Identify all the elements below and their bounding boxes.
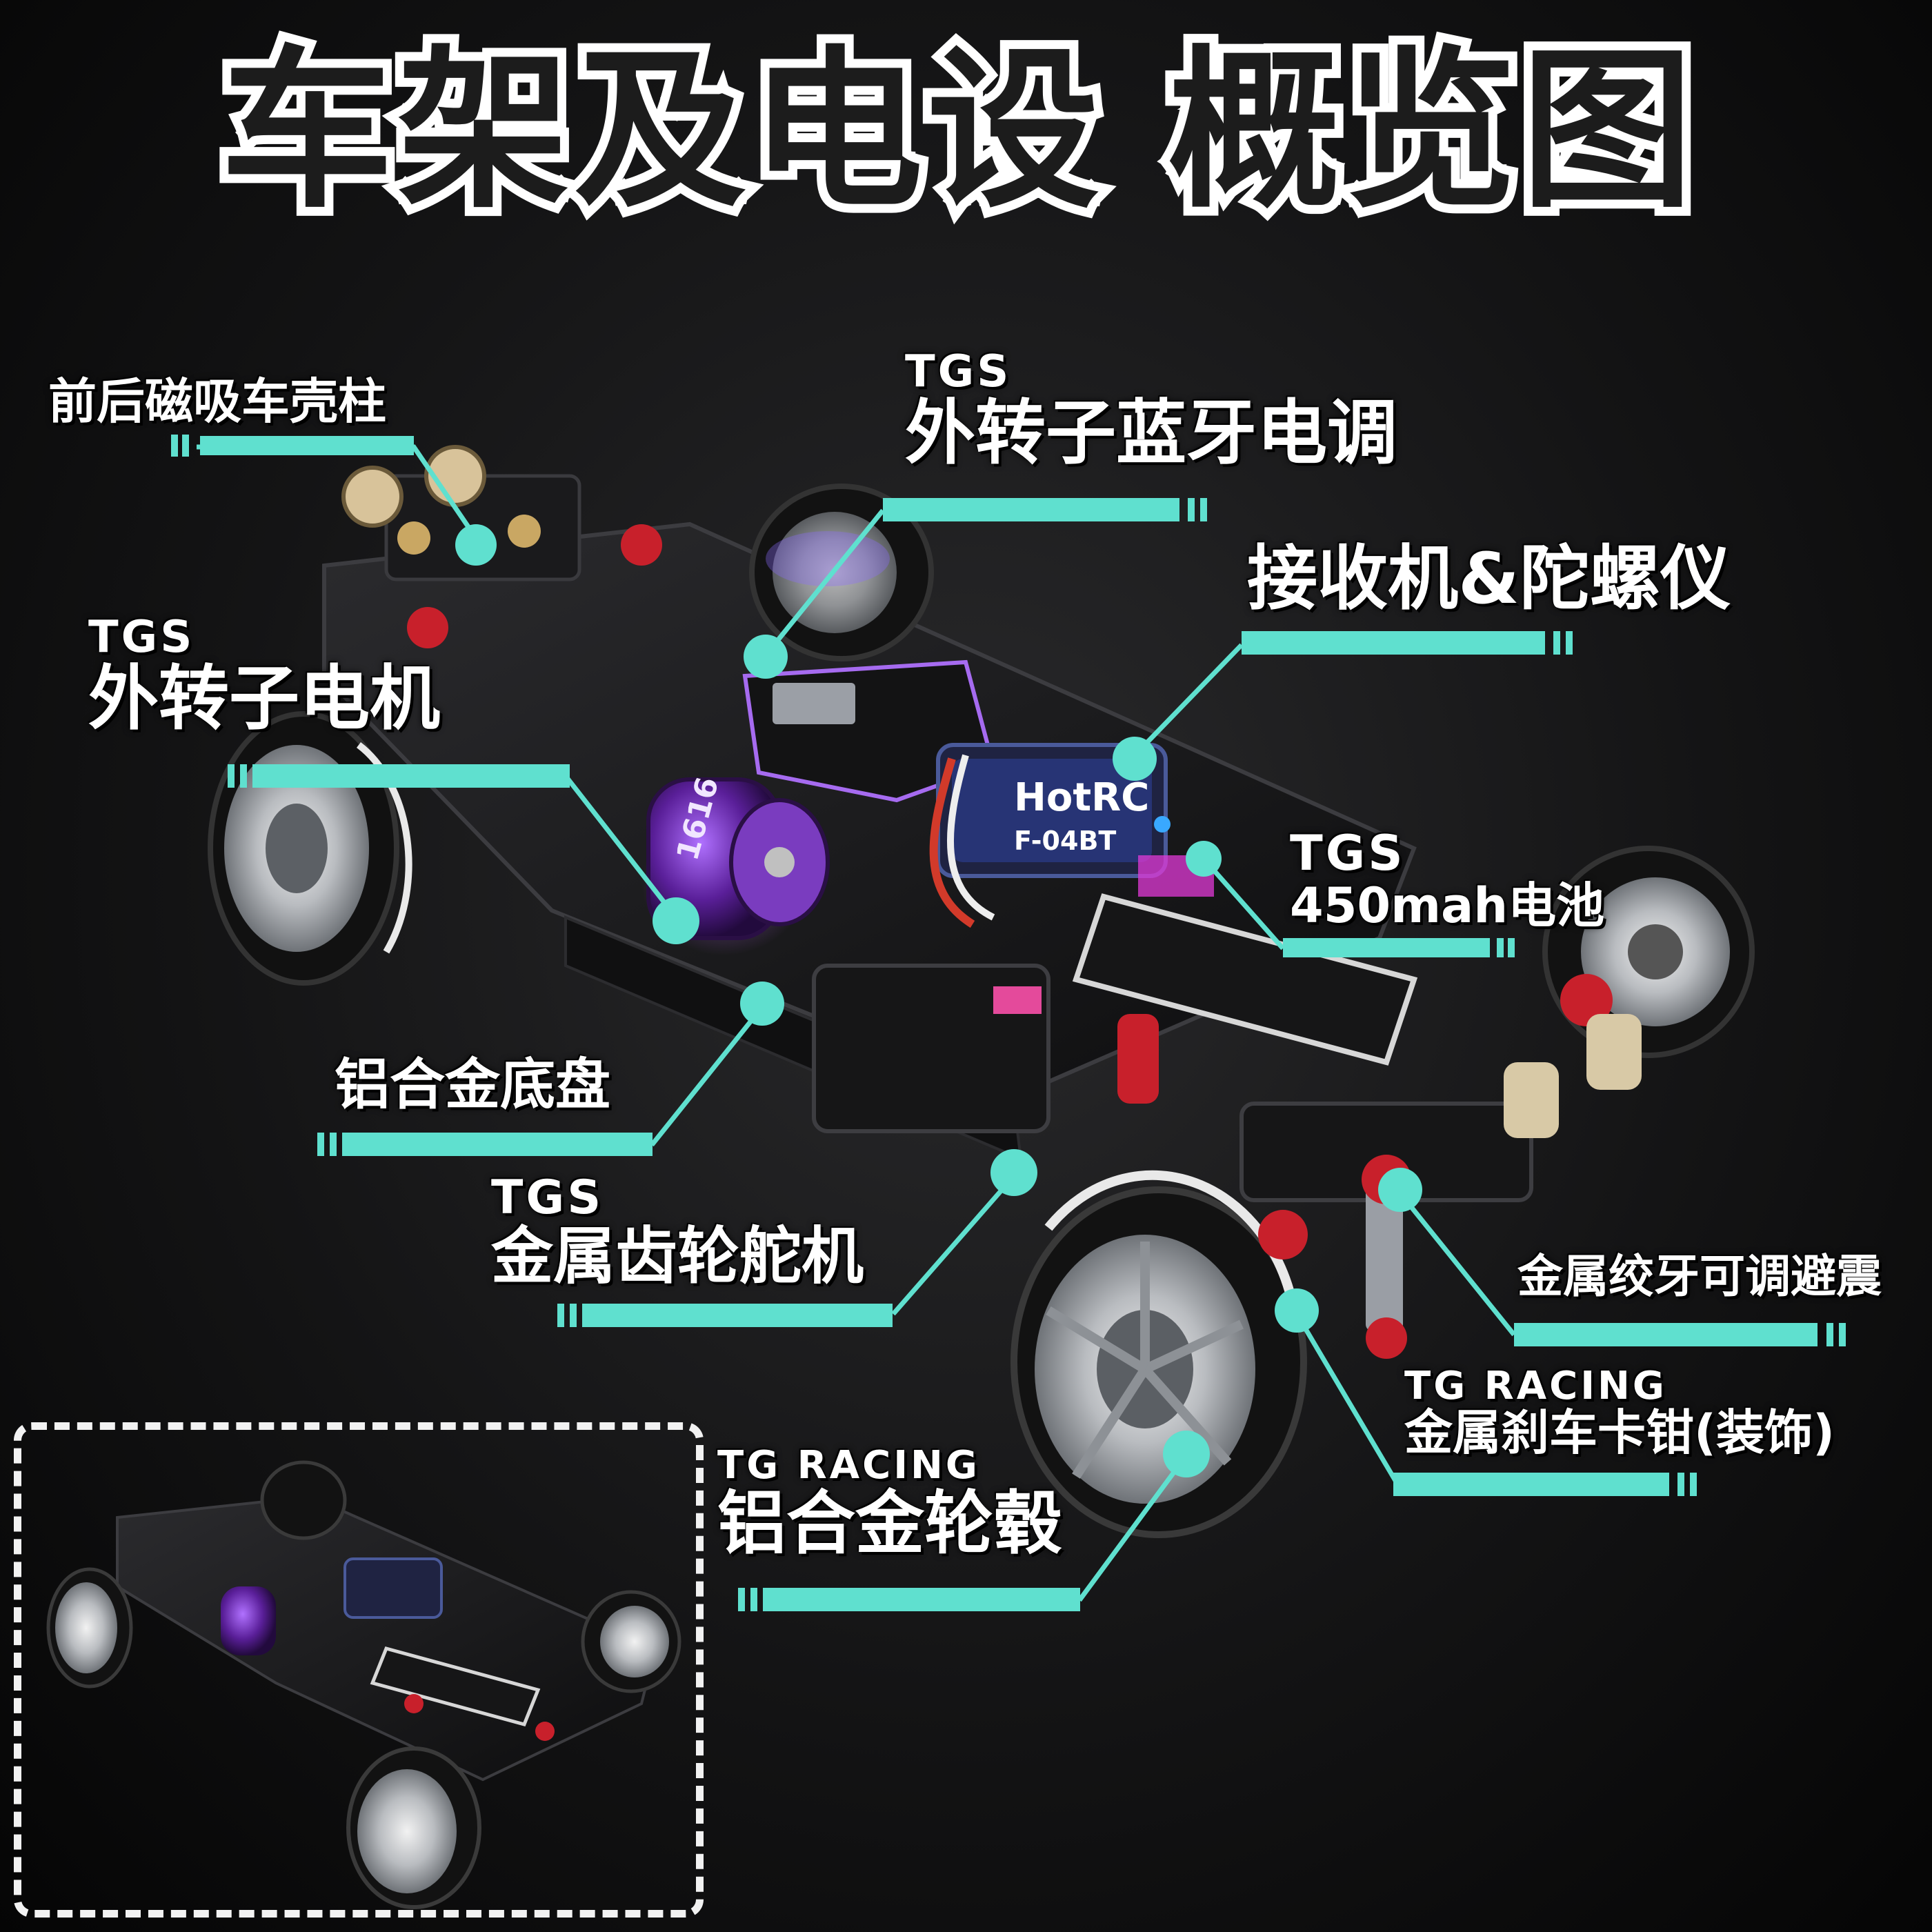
label-wheels-brand: TG RACING <box>717 1443 980 1488</box>
label-wheels-name: 铝合金轮毂 <box>717 1483 1062 1564</box>
label-wheels: TG RACING 铝合金轮毂 <box>717 1443 1062 1564</box>
label-servo: TGS 金属齿轮舵机 <box>491 1173 864 1291</box>
servo <box>812 964 1159 1133</box>
label-battery-name: 450mah电池 <box>1290 877 1605 934</box>
label-calipers-name: 金属刹车卡钳(装饰) <box>1404 1404 1835 1462</box>
label-receiver-text: 接收机&陀螺仪 <box>1247 538 1731 620</box>
label-chassis-text: 铝合金底盘 <box>335 1053 610 1117</box>
label-shocks-text: 金属绞牙可调避震 <box>1517 1250 1882 1303</box>
label-esc: TGS 外转子蓝牙电调 <box>905 348 1397 472</box>
front-suspension <box>1239 1014 1642 1359</box>
label-battery-brand: TGS <box>1290 825 1406 882</box>
label-body-posts: 前后磁吸车壳柱 <box>48 373 386 430</box>
callout-calipers <box>1275 1288 1697 1496</box>
receiver-model: F-04BT <box>1014 826 1116 856</box>
label-body-posts-text: 前后磁吸车壳柱 <box>48 373 386 430</box>
callout-servo <box>557 1149 1037 1327</box>
callouts <box>171 435 1846 1611</box>
callout-chassis <box>317 982 784 1156</box>
label-calipers-brand: TG RACING <box>1404 1364 1667 1408</box>
esc-module <box>742 659 996 803</box>
callout-wheels <box>738 1431 1210 1611</box>
front-right-wheel <box>1542 846 1755 1058</box>
label-esc-name: 外转子蓝牙电调 <box>905 392 1397 475</box>
label-servo-brand: TGS <box>491 1171 604 1225</box>
label-receiver: 接收机&陀螺仪 <box>1247 541 1731 617</box>
page-title: 车架及电设 概览图 <box>212 30 1702 231</box>
inset-car-image <box>46 1460 681 1909</box>
callout-esc <box>744 498 1207 679</box>
label-chassis: 铝合金底盘 <box>335 1055 610 1115</box>
callout-battery <box>1186 841 1515 957</box>
label-servo-name: 金属齿轮舵机 <box>491 1220 864 1293</box>
label-motor: TGS 外转子电机 <box>88 612 440 741</box>
callout-receiver <box>1113 631 1573 781</box>
callout-body-posts <box>171 435 497 566</box>
label-motor-name: 外转子电机 <box>88 658 440 741</box>
label-calipers: TG RACING 金属刹车卡钳(装饰) <box>1404 1364 1835 1462</box>
callout-shocks <box>1378 1168 1846 1346</box>
receiver-brand: HotRC <box>1014 775 1149 820</box>
receiver-module: HotRC F-04BT <box>929 743 1171 928</box>
label-motor-brand: TGS <box>88 612 195 663</box>
label-battery: TGS 450mah电池 <box>1290 825 1605 934</box>
label-esc-brand: TGS <box>905 346 1012 397</box>
callout-motor <box>228 764 699 944</box>
main-car-image: 1616 HotRC F-04BT <box>208 445 1755 1538</box>
rear-left-wheel <box>208 711 412 986</box>
inset-frame <box>14 1422 704 1918</box>
label-shocks: 金属绞牙可调避震 <box>1517 1250 1882 1303</box>
